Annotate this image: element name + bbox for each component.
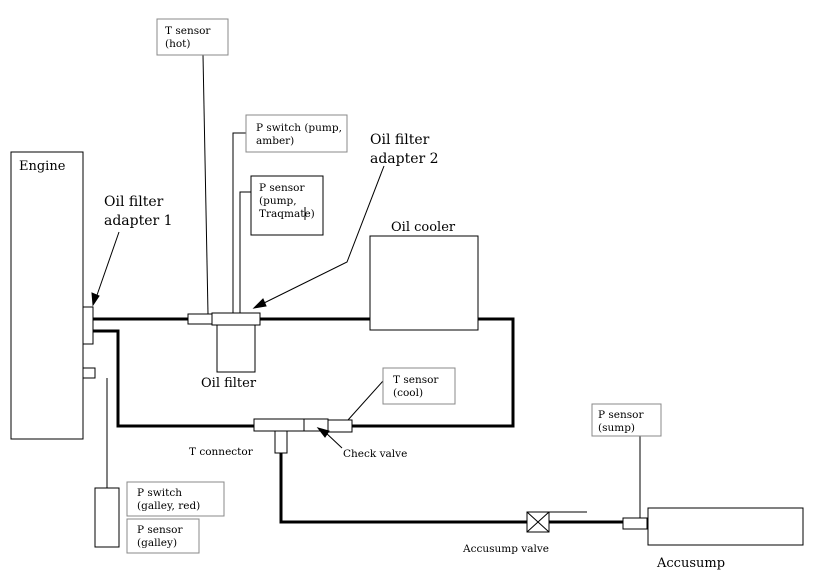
- t-sensor-cool-fitting: [327, 419, 353, 433]
- oil-line-accusump: [279, 442, 527, 524]
- p-sensor-galley-label: P sensor (galley): [137, 524, 186, 549]
- oil-filter-box: [216, 323, 256, 373]
- p-sensor-sump-label-box: [591, 403, 662, 437]
- p-sensor-galley-label-box: [126, 518, 200, 554]
- oil-cooler-label: Oil cooler: [391, 220, 456, 235]
- accusump-label: Accusump: [656, 556, 725, 571]
- t-connector-body: [253, 418, 305, 432]
- oil-line-cooler-return: [352, 317, 515, 428]
- engine-label: Engine: [19, 159, 66, 174]
- p-sensor-sump-label: P sensor (sump): [598, 409, 647, 434]
- galley-port: [82, 367, 96, 379]
- p-switch-pump-label-box: [245, 114, 348, 153]
- t-connector-stem: [274, 430, 288, 454]
- p-switch-galley-label-box: [126, 481, 225, 517]
- t-sensor-hot-fitting: [187, 313, 213, 325]
- accusump-valve-symbol: [526, 511, 550, 533]
- accusump-box: [647, 507, 804, 546]
- oil-filter-adapter-2: [211, 312, 261, 326]
- p-sensor-sump-fitting: [622, 517, 648, 530]
- galley-sensor-block: [94, 487, 120, 548]
- accusump-valve-label: Accusump valve: [462, 543, 549, 555]
- t-sensor-hot-label: T sensor (hot): [165, 25, 214, 50]
- p-sensor-pump-label-box: [250, 175, 324, 236]
- oil-filter-label: Oil filter: [201, 376, 257, 391]
- arrow-leaders: [91, 165, 385, 449]
- oil-filter-adapter-1: [82, 306, 94, 345]
- check-valve-fitting: [303, 418, 329, 432]
- p-sensor-pump-label: P sensor (pump, Traqmate): [259, 182, 315, 220]
- oil-cooler-box: [369, 235, 479, 331]
- t-sensor-cool-label: T sensor (cool): [393, 374, 442, 399]
- engine-box: [10, 151, 84, 440]
- t-sensor-hot-label-box: [156, 18, 229, 56]
- p-switch-pump-label: P switch (pump, amber): [256, 122, 345, 147]
- oil-filter-adapter-2-label: Oil filter adapter 2: [370, 132, 439, 167]
- leader-lines: [106, 54, 641, 518]
- oil-filter-adapter-1-label: Oil filter adapter 1: [104, 194, 173, 229]
- t-connector-label: T connector: [189, 446, 254, 458]
- p-switch-galley-label: P switch (galley, red): [137, 487, 200, 512]
- check-valve-label: Check valve: [343, 448, 407, 460]
- oil-line-lower: [93, 329, 254, 428]
- t-sensor-cool-label-box: [382, 367, 456, 405]
- oil-lines: [93, 317, 623, 524]
